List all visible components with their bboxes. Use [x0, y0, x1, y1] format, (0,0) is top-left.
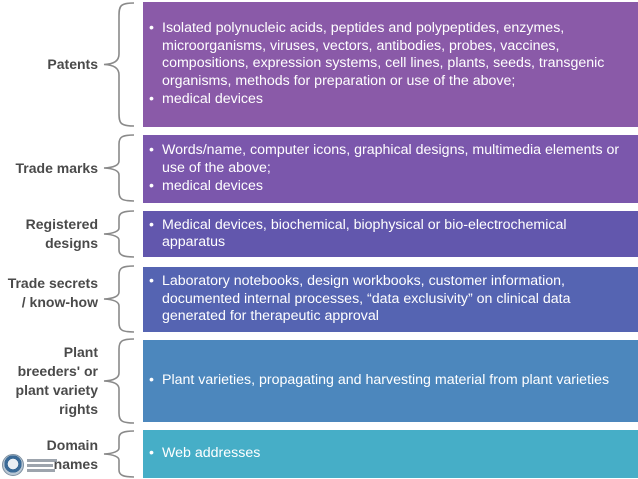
category-label-patents: Patents	[47, 56, 98, 72]
list-item: Laboratory notebooks, design workbooks, …	[147, 273, 630, 326]
list-item: Web addresses	[147, 445, 630, 463]
row-plant-variety-rights: Plant breeders' or plant variety rights …	[0, 336, 638, 426]
list-item: medical devices	[147, 178, 630, 196]
row-domain-names: Domain names Web addresses	[0, 428, 638, 479]
brace-icon	[103, 134, 135, 202]
list-item: Words/name, computer icons, graphical de…	[147, 142, 630, 177]
category-box-trade-secrets: Laboratory notebooks, design workbooks, …	[143, 267, 638, 332]
category-label-domain-names: Domain names	[46, 437, 98, 472]
category-box-patents: Isolated polynucleic acids, peptides and…	[143, 2, 638, 127]
category-label-trade-marks: Trade marks	[15, 159, 99, 176]
list-item: Plant varieties, propagating and harvest…	[147, 372, 630, 390]
row-registered-designs: Registered designs Medical devices, bioc…	[0, 207, 638, 260]
brace-icon	[103, 2, 135, 127]
row-trade-marks: Trade marks Words/name, computer icons, …	[0, 132, 638, 204]
brace-icon	[103, 338, 135, 424]
category-box-domain-names: Web addresses	[143, 430, 638, 478]
row-patents: Patents Isolated polynucleic acids, pept…	[0, 0, 638, 129]
category-box-plant-variety-rights: Plant varieties, propagating and harvest…	[143, 340, 638, 422]
list-item: Medical devices, biochemical, biophysica…	[147, 217, 630, 252]
brace-icon	[103, 265, 135, 333]
brace-icon	[103, 210, 135, 258]
brace-icon	[103, 430, 135, 478]
category-label-trade-secrets: Trade secrets / know-how	[7, 275, 98, 310]
category-label-registered-designs: Registered designs	[25, 215, 98, 251]
logo-icon	[2, 454, 24, 476]
list-item: Isolated polynucleic acids, peptides and…	[147, 20, 630, 90]
list-item: medical devices	[147, 91, 630, 109]
category-box-registered-designs: Medical devices, biochemical, biophysica…	[143, 211, 638, 257]
row-trade-secrets: Trade secrets / know-how Laboratory note…	[0, 263, 638, 335]
category-box-trade-marks: Words/name, computer icons, graphical de…	[143, 135, 638, 203]
logo-wordmark	[27, 458, 57, 472]
publisher-logo	[2, 453, 66, 477]
category-label-plant-variety-rights: Plant breeders' or plant variety rights	[15, 344, 98, 417]
